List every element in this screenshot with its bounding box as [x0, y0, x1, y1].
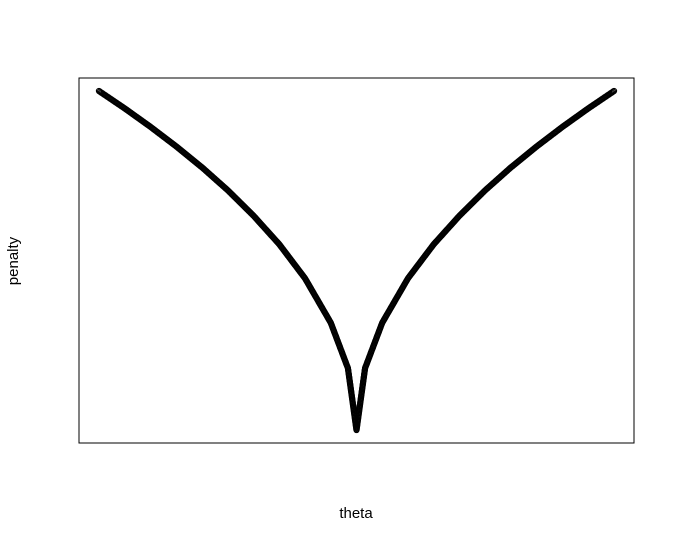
x-axis-label: theta — [339, 505, 373, 522]
data-points — [95, 87, 618, 434]
data-point — [610, 87, 618, 95]
plot-frame — [78, 77, 635, 444]
y-axis-label: penalty — [5, 236, 22, 285]
